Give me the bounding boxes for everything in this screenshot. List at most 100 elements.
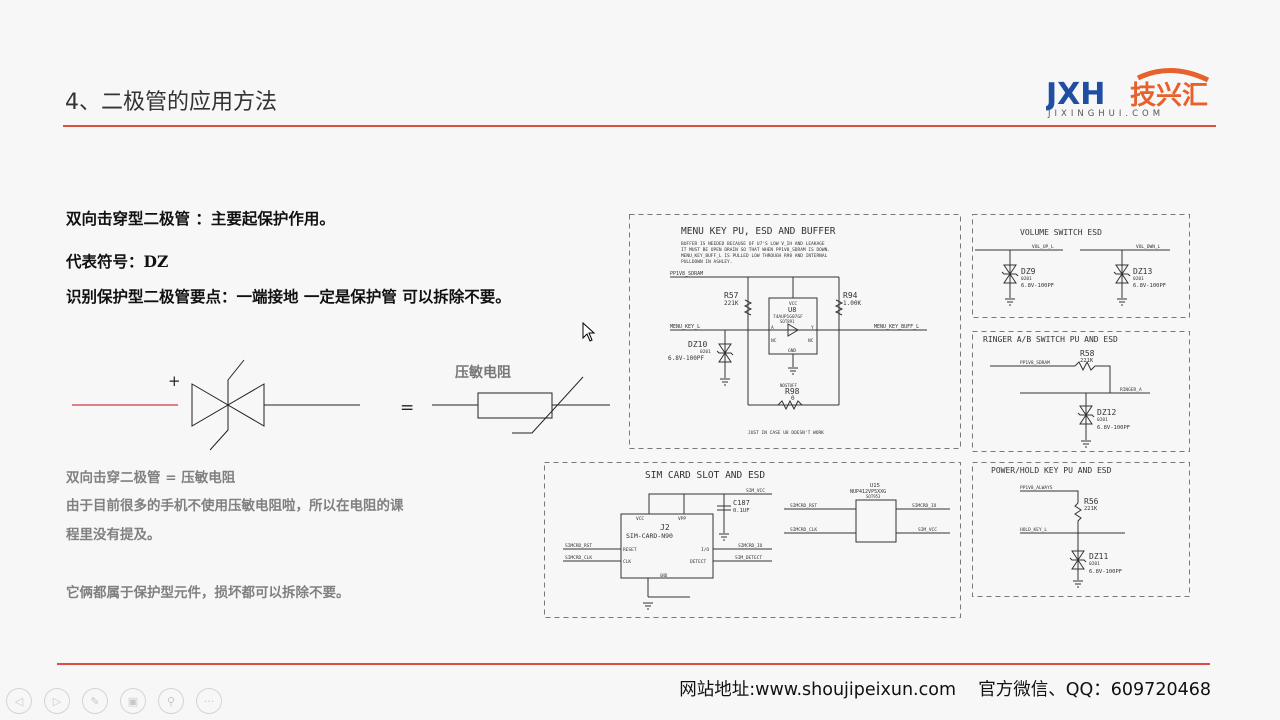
svg-text:JXH: JXH bbox=[1046, 77, 1105, 112]
previous-slide-button[interactable]: ◁ bbox=[6, 688, 32, 714]
more-options-button[interactable]: ··· bbox=[196, 688, 222, 714]
component-value: 0201 bbox=[1089, 561, 1100, 567]
pin-label: GND bbox=[660, 573, 668, 578]
net-label: PP1V8_SDRAM bbox=[1020, 360, 1050, 366]
component-label: R57 bbox=[724, 291, 739, 300]
component-label: DZ11 bbox=[1089, 552, 1108, 561]
component-label: DZ12 bbox=[1097, 408, 1116, 417]
component-label: DZ10 bbox=[688, 340, 707, 349]
net-label: PP1V8_ALWAYS bbox=[1020, 485, 1053, 491]
note-line-3: 程里没有提及。 bbox=[66, 527, 161, 543]
net-label: SIMCRD_IO bbox=[912, 503, 937, 509]
jxh-logo: JXH 技兴汇 JIXINGHUI.COM bbox=[1046, 67, 1210, 118]
net-label: SIM_VCC bbox=[918, 527, 937, 533]
note-line-4: 它俩都属于保护型元件，损坏都可以拆除不要。 bbox=[66, 585, 350, 601]
pin-label: VCC bbox=[789, 301, 797, 307]
note-line-1: 双向击穿二极管 = 压敏电阻 bbox=[66, 470, 236, 486]
net-label: HOLD_KEY_L bbox=[1020, 527, 1047, 533]
component-value: 6.8V-100PF bbox=[1089, 569, 1122, 575]
next-slide-button[interactable]: ▷ bbox=[44, 688, 70, 714]
component-value: SOT891 bbox=[780, 319, 795, 324]
net-label: SIM_DETECT bbox=[735, 555, 762, 561]
equals-sign: = bbox=[400, 398, 414, 418]
component-value: 74AUP1G07GF bbox=[773, 314, 803, 320]
component-value: 0.1UF bbox=[733, 508, 750, 514]
net-label: SIMCRD_RST bbox=[790, 503, 817, 509]
component-value: SIM-CARD-N90 bbox=[626, 532, 673, 540]
text-line-3: 识别保护型二极管要点：一端接地 一定是保护管 可以拆除不要。 bbox=[66, 287, 511, 306]
footer-divider bbox=[57, 663, 1210, 665]
pin-label: Y bbox=[811, 325, 814, 331]
component-value: 6.8V-100PF bbox=[1021, 283, 1054, 289]
sim-panel-title: SIM CARD SLOT AND ESD bbox=[645, 470, 765, 481]
pin-label: CLK bbox=[623, 559, 631, 565]
net-label: MENU_KEY_BUFF_L bbox=[874, 324, 919, 330]
more-icon: ··· bbox=[203, 694, 215, 708]
panel-menu-key bbox=[629, 214, 961, 449]
component-label: R58 bbox=[1080, 349, 1095, 358]
menu-panel-title: MENU KEY PU, ESD AND BUFFER bbox=[681, 226, 836, 237]
slide-title: 4、二极管的应用方法 bbox=[65, 90, 277, 115]
ringer-panel-title: RINGER A/B SWITCH PU AND ESD bbox=[983, 335, 1118, 344]
pin-label: A bbox=[771, 325, 774, 331]
panel-volume bbox=[972, 214, 1190, 318]
component-label: R98 bbox=[785, 387, 800, 396]
footer-contact: 网站地址:www.shoujipeixun.com 官方微信、QQ：609720… bbox=[679, 680, 1211, 700]
component-label: C187 bbox=[733, 499, 750, 507]
component-value: 6.8V-100PF bbox=[1133, 283, 1166, 289]
component-label: U8 bbox=[788, 306, 796, 314]
pen-tool-button[interactable]: ✎ bbox=[82, 688, 108, 714]
footnote: JUST IN CASE U8 DOESN'T WORK bbox=[748, 430, 824, 436]
magnifier-icon: ⚲ bbox=[166, 694, 176, 708]
varistor-label: 压敏电阻 bbox=[455, 364, 511, 381]
component-label: R94 bbox=[843, 291, 858, 300]
text-line-2: 代表符号：DZ bbox=[66, 252, 169, 271]
component-value: 0201 bbox=[1021, 276, 1032, 282]
component-value: 1.00K bbox=[843, 300, 861, 307]
svg-text:技兴汇: 技兴汇 bbox=[1130, 81, 1208, 111]
slide-overview-button[interactable]: ▣ bbox=[120, 688, 146, 714]
pin-label: DETECT bbox=[690, 559, 707, 565]
power-panel-title: POWER/HOLD KEY PU AND ESD bbox=[991, 466, 1112, 475]
plus-sign: + bbox=[168, 372, 181, 390]
component-note: NOSTUFF bbox=[780, 383, 797, 388]
component-value: 221K bbox=[724, 300, 739, 307]
net-label: PP1V8_SDRAM bbox=[670, 271, 703, 277]
panel-power bbox=[972, 462, 1190, 597]
text-line-1: 双向击穿型二极管 ：主要起保护作用。 bbox=[66, 209, 335, 228]
pin-label: VCC bbox=[636, 516, 644, 522]
pin-label: NC bbox=[808, 338, 814, 344]
svg-text:JIXINGHUI.COM: JIXINGHUI.COM bbox=[1047, 109, 1164, 118]
menu-note: IT MUST BE OPEN DRAIN SO THAT WHEN PP1V8… bbox=[681, 247, 830, 253]
net-label: SIMCRD_CLK bbox=[790, 527, 817, 533]
pin-label: VPP bbox=[678, 516, 686, 522]
panel-sim bbox=[544, 462, 961, 618]
arrow-left-icon: ◁ bbox=[14, 694, 24, 708]
pen-icon: ✎ bbox=[90, 694, 100, 708]
component-label: R56 bbox=[1084, 497, 1099, 506]
panel-ringer bbox=[972, 331, 1190, 452]
component-value: 6.8V-100PF bbox=[1097, 425, 1130, 431]
note-line-2: 由于目前很多的手机不使用压敏电阻啦，所以在电阻的课 bbox=[66, 498, 404, 514]
pin-label: NC bbox=[771, 338, 777, 344]
component-value: 0201 bbox=[1097, 417, 1108, 423]
tvs-varistor-symbol: + = 压敏电阻 bbox=[72, 359, 610, 451]
slides-icon: ▣ bbox=[127, 694, 139, 708]
menu-note: PULLDOWN IN ASHLEY. bbox=[681, 259, 732, 265]
net-label: VOL_UP_L bbox=[1032, 244, 1054, 250]
component-value: 0201 bbox=[700, 349, 711, 355]
mouse-cursor-icon bbox=[582, 322, 596, 342]
volume-panel-title: VOLUME SWITCH ESD bbox=[1020, 228, 1102, 237]
pin-label: GND bbox=[788, 348, 796, 354]
arrow-right-icon: ▷ bbox=[52, 694, 62, 708]
net-label: MENU_KEY_L bbox=[670, 324, 700, 330]
component-label: DZ13 bbox=[1133, 267, 1152, 276]
net-label: SIMCRD_CLK bbox=[565, 555, 592, 561]
net-label: VOL_DWN_L bbox=[1136, 244, 1161, 250]
zoom-button[interactable]: ⚲ bbox=[158, 688, 184, 714]
net-label: SIMCRD_IO bbox=[738, 543, 763, 549]
title-divider bbox=[63, 125, 1216, 127]
component-value: 221K bbox=[1084, 506, 1098, 512]
component-value: 0 bbox=[791, 395, 795, 402]
component-label: J2 bbox=[660, 523, 670, 532]
